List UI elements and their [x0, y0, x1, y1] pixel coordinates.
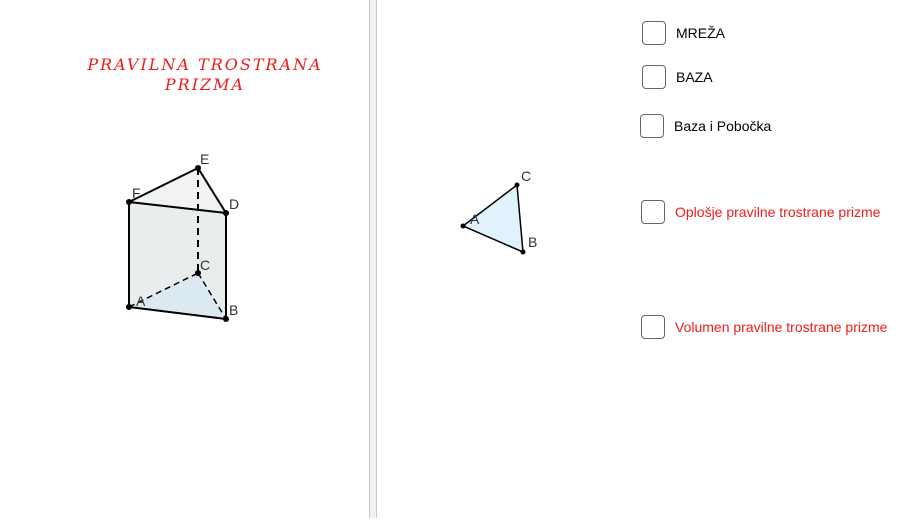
triangle-label-c: C [521, 168, 531, 184]
top-face [129, 168, 226, 213]
checkbox-label: Baza i Pobočka [674, 118, 772, 134]
checkbox-label: Volumen pravilne trostrane prizme [675, 319, 888, 335]
checkbox-box[interactable] [642, 21, 666, 45]
checkbox-label: BAZA [676, 69, 713, 85]
base-triangle [461, 183, 524, 254]
right-graphics-view[interactable]: A B C MREŽA BAZA Baza i Pobočka Oplošje … [377, 0, 900, 520]
point-label-c: C [200, 257, 210, 273]
base-face [129, 273, 226, 319]
checkbox-label: Oplošje pravilne trostrane prizme [675, 204, 881, 220]
point-label-d: D [229, 196, 239, 212]
point-label-e: E [200, 151, 209, 167]
point-label-f: F [132, 185, 141, 201]
checkbox-box[interactable] [640, 114, 664, 138]
checkbox-volumen[interactable]: Volumen pravilne trostrane prizme [641, 315, 887, 339]
checkbox-label: MREŽA [676, 25, 725, 41]
base-triangle-drawing: A B C [460, 168, 537, 255]
checkbox-baza-i-pobocka[interactable]: Baza i Pobočka [640, 114, 771, 138]
prism-drawing: A B C D E F [126, 151, 239, 322]
title-line-2: PRIZMA [164, 75, 246, 94]
checkbox-mreza[interactable]: MREŽA [642, 21, 725, 45]
panel-divider[interactable] [369, 0, 377, 518]
checkbox-box[interactable] [642, 65, 666, 89]
triangle-label-a: A [470, 211, 480, 227]
triangle-label-b: B [528, 234, 537, 250]
checkbox-oplosje[interactable]: Oplošje pravilne trostrane prizme [641, 200, 880, 224]
point-label-b: B [229, 302, 238, 318]
checkbox-baza[interactable]: BAZA [642, 65, 713, 89]
title-line-1: PRAVILNA TROSTRANA [87, 55, 323, 74]
point-label-a: A [136, 293, 146, 309]
left-graphics-view[interactable]: PRAVILNA TROSTRANA PRIZMA A B C D E F [0, 0, 369, 520]
checkbox-box[interactable] [641, 315, 665, 339]
checkbox-box[interactable] [641, 200, 665, 224]
